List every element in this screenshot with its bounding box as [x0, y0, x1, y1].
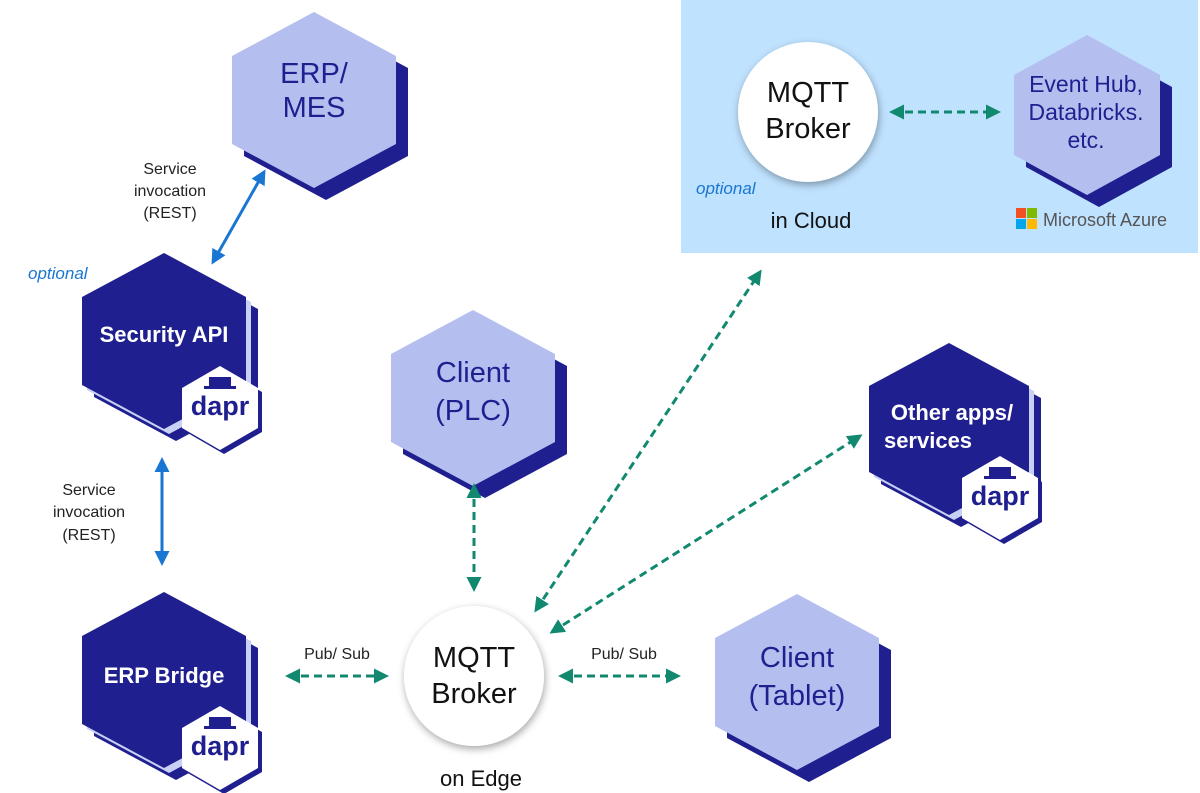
- azure-hex-line2: Databricks.: [1028, 99, 1143, 125]
- other-apps-line1: Other apps/: [891, 400, 1013, 425]
- edge-mqtt-broker: [404, 606, 544, 746]
- erp-mes-hex: [232, 12, 408, 200]
- security-api-optional-label: optional: [28, 264, 89, 283]
- client-tablet-hex-face: [715, 594, 879, 770]
- dapr-badge-security: dapr: [182, 366, 262, 454]
- security-bridge-label-line1: Service: [62, 482, 115, 499]
- client-plc-line1: Client: [436, 357, 510, 389]
- erp-security-label-line2: invocation: [134, 183, 206, 200]
- client-tablet-line1: Client: [760, 642, 834, 674]
- security-api-title: Security API: [100, 322, 229, 347]
- cloud-broker-line1: MQTT: [767, 77, 849, 109]
- arrow-broker-other-apps: [549, 434, 863, 634]
- arrow-edge-cloud: [534, 269, 762, 613]
- erp-mes-line1: ERP/: [280, 58, 349, 90]
- erp-mes-hex-face: [232, 12, 396, 188]
- azure-logo-text: Microsoft Azure: [1043, 210, 1167, 230]
- client-plc-line2: (PLC): [435, 395, 511, 427]
- security-bridge-label-line3: (REST): [62, 527, 115, 544]
- edge-location-label: on Edge: [440, 766, 522, 791]
- arrow-erp-security: [211, 169, 266, 265]
- erp-mes-line2: MES: [283, 92, 346, 124]
- other-apps-line2: services: [884, 428, 972, 453]
- cloud-location-label: in Cloud: [771, 208, 852, 233]
- microsoft-logo-icon: [1016, 208, 1037, 229]
- dapr-badge-other-apps: dapr: [962, 456, 1042, 544]
- bridge-broker-label: Pub/ Sub: [304, 646, 370, 663]
- azure-hex-face: [1014, 35, 1160, 195]
- client-plc-hex-face: [391, 310, 555, 486]
- client-plc-hex: [391, 310, 567, 498]
- dapr-badge-bridge: dapr: [182, 706, 262, 793]
- broker-tablet-label: Pub/ Sub: [591, 646, 657, 663]
- edge-broker-line2: Broker: [431, 678, 517, 710]
- client-tablet-line2: (Tablet): [749, 680, 846, 712]
- erp-bridge-hex: [82, 592, 258, 780]
- dapr-logo-text-other-apps: dapr: [971, 481, 1030, 511]
- cloud-broker-line2: Broker: [765, 113, 851, 145]
- erp-security-label-line3: (REST): [143, 205, 196, 222]
- dapr-logo-text-security: dapr: [191, 391, 250, 421]
- azure-hex-line1: Event Hub,: [1029, 71, 1143, 97]
- client-tablet-hex: [715, 594, 891, 782]
- azure-hex: [1014, 35, 1172, 207]
- erp-bridge-title: ERP Bridge: [104, 663, 225, 688]
- edge-broker-line1: MQTT: [433, 642, 515, 674]
- security-bridge-label-line2: invocation: [53, 504, 125, 521]
- cloud-optional-label: optional: [696, 179, 757, 198]
- azure-hex-line3: etc.: [1067, 127, 1104, 153]
- hexagon-layer: [82, 12, 1172, 782]
- rest-arrows: [154, 169, 266, 566]
- erp-security-label-line1: Service: [143, 161, 196, 178]
- cloud-mqtt-broker: [738, 42, 878, 182]
- dapr-logo-text-bridge: dapr: [191, 731, 250, 761]
- mqtt-arrows: [285, 104, 1001, 684]
